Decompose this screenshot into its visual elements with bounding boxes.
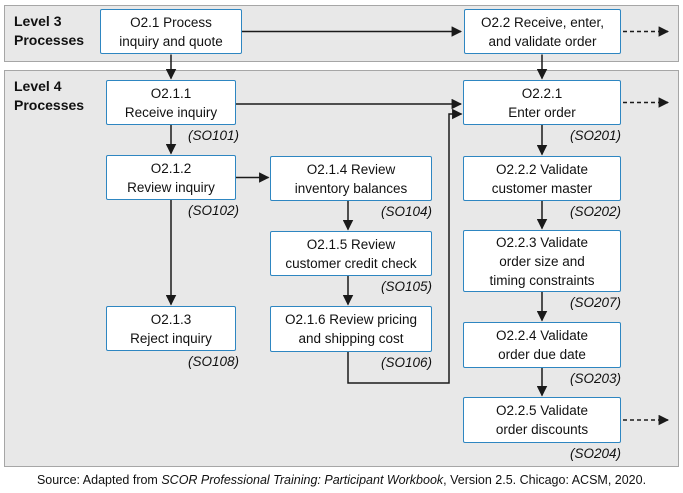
process-box-o2-1-6: O2.1.6 Review pricing and shipping cost [270, 306, 432, 352]
process-code-so104: (SO104) [380, 204, 432, 219]
process-code-so105: (SO105) [380, 279, 432, 294]
process-code-so204: (SO204) [569, 446, 621, 461]
level4-band-label: Level 4 Processes [14, 78, 85, 113]
process-box-o2-1-4: O2.1.4 Review inventory balances [270, 156, 432, 201]
process-box-o2-1-5: O2.1.5 Review customer credit check [270, 231, 432, 276]
process-box-o2-2-2-label: O2.2.2 Validate customer master [491, 161, 593, 196]
source-citation-title: SCOR Professional Training: Participant … [161, 473, 444, 487]
level3-band-label: Level 3 Processes [14, 13, 85, 48]
process-box-o2-1-2: O2.1.2 Review inquiry [106, 155, 236, 200]
process-code-so106: (SO106) [380, 355, 432, 370]
source-citation-suffix: , Version 2.5. Chicago: ACSM, 2020. [443, 473, 647, 487]
process-box-o2-1-4-label: O2.1.4 Review inventory balances [294, 161, 408, 196]
source-citation-prefix: Source: Adapted from [36, 473, 162, 487]
process-box-o2-2-2: O2.2.2 Validate customer master [463, 156, 621, 201]
process-box-o2-2-3: O2.2.3 Validate order size and timing co… [463, 230, 621, 292]
process-box-o2-2-4: O2.2.4 Validate order due date [463, 322, 621, 368]
process-code-so108: (SO108) [187, 354, 239, 369]
process-box-o2-1-3-label: O2.1.3 Reject inquiry [130, 311, 212, 346]
process-box-o2-2-1-label: O2.2.1 Enter order [508, 85, 576, 120]
process-code-so202: (SO202) [569, 204, 621, 219]
process-box-o2-2-1: O2.2.1 Enter order [463, 80, 621, 125]
process-box-o2-1-2-label: O2.1.2 Review inquiry [127, 160, 215, 195]
process-code-so201: (SO201) [569, 128, 621, 143]
process-box-o2-1-1-label: O2.1.1 Receive inquiry [124, 85, 218, 120]
process-box-o2-2-4-label: O2.2.4 Validate order due date [495, 328, 589, 362]
process-box-o2-1-6-label: O2.1.6 Review pricing and shipping cost [284, 312, 418, 346]
process-box-o2-2-3-label: O2.2.3 Validate order size and timing co… [489, 234, 595, 288]
process-code-so102: (SO102) [187, 203, 239, 218]
process-code-so203: (SO203) [569, 371, 621, 386]
process-box-o2-2: O2.2 Receive, enter, and validate order [464, 9, 621, 54]
process-box-o2-2-5: O2.2.5 Validate order discounts [463, 397, 621, 443]
process-box-o2-1-label: O2.1 Process inquiry and quote [119, 14, 223, 49]
process-box-o2-1-1: O2.1.1 Receive inquiry [106, 80, 236, 125]
process-code-so207: (SO207) [569, 295, 621, 310]
process-box-o2-1: O2.1 Process inquiry and quote [100, 9, 242, 54]
process-box-o2-2-label: O2.2 Receive, enter, and validate order [480, 14, 605, 49]
process-code-so101: (SO101) [187, 128, 239, 143]
source-citation: Source: Adapted from SCOR Professional T… [0, 473, 683, 487]
process-box-o2-1-3: O2.1.3 Reject inquiry [106, 306, 236, 351]
process-box-o2-2-5-label: O2.2.5 Validate order discounts [495, 403, 589, 437]
process-box-o2-1-5-label: O2.1.5 Review customer credit check [285, 236, 417, 271]
